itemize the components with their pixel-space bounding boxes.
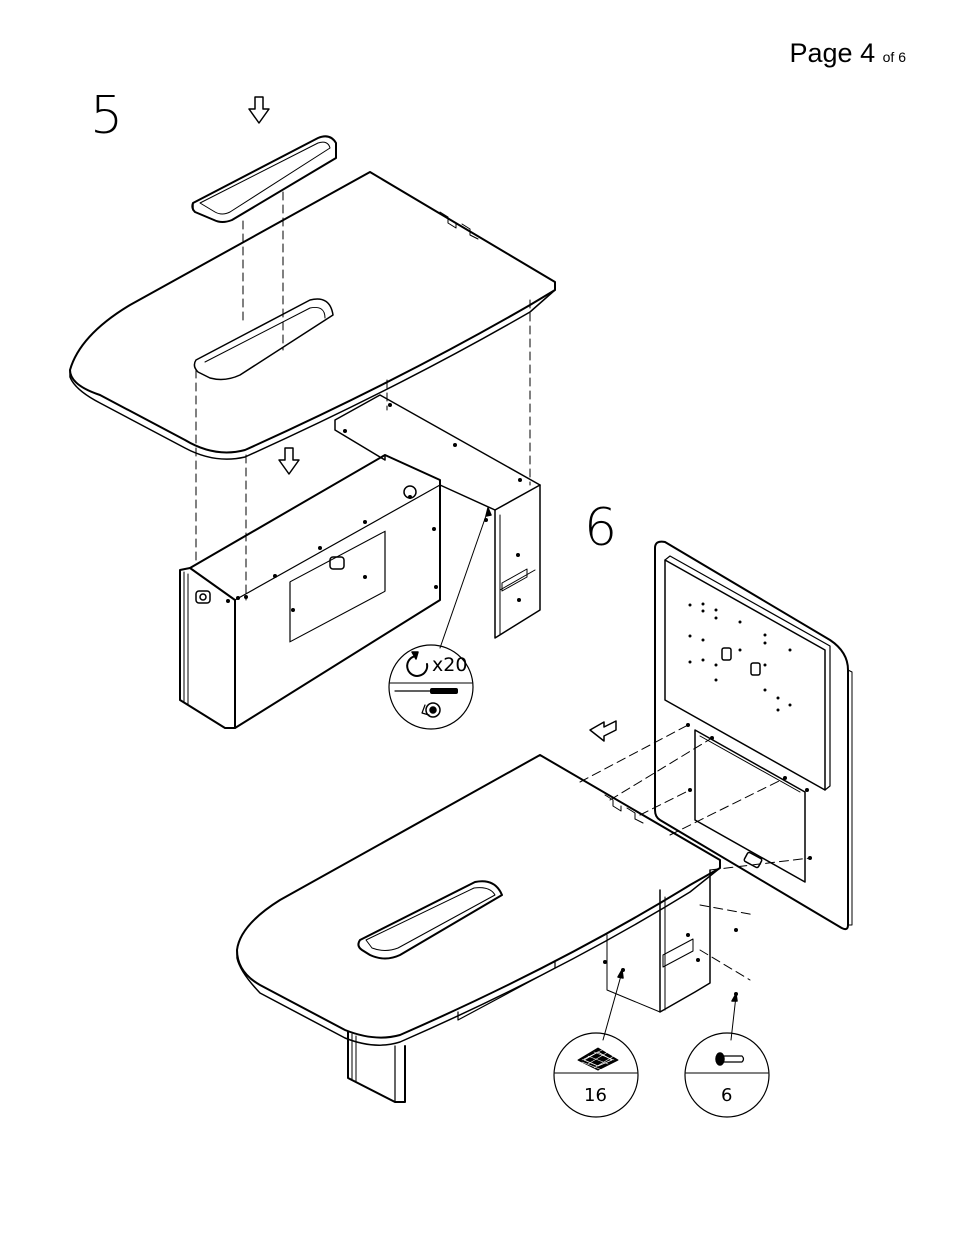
assembled-desk [237, 755, 738, 1102]
hardware-count-16: 16 [584, 1085, 607, 1106]
hollow-arrow-icon [279, 448, 299, 474]
grommet-lid [192, 136, 336, 222]
cam-lock-icon [422, 703, 440, 717]
screwdriver-icon [395, 688, 458, 694]
rotate-arrow-icon [407, 652, 427, 676]
bolt-icon [716, 1053, 744, 1065]
alignment-guides [196, 192, 530, 600]
desktop-top [70, 172, 555, 459]
back-panel [655, 542, 852, 929]
hardware-count-x20: x20 [432, 654, 467, 676]
hardware-count-6: 6 [721, 1085, 732, 1106]
hollow-arrow-icon [590, 721, 616, 741]
felt-pad-icon [578, 1048, 618, 1070]
desk-frame [180, 395, 540, 728]
hollow-arrow-icon [249, 97, 269, 123]
